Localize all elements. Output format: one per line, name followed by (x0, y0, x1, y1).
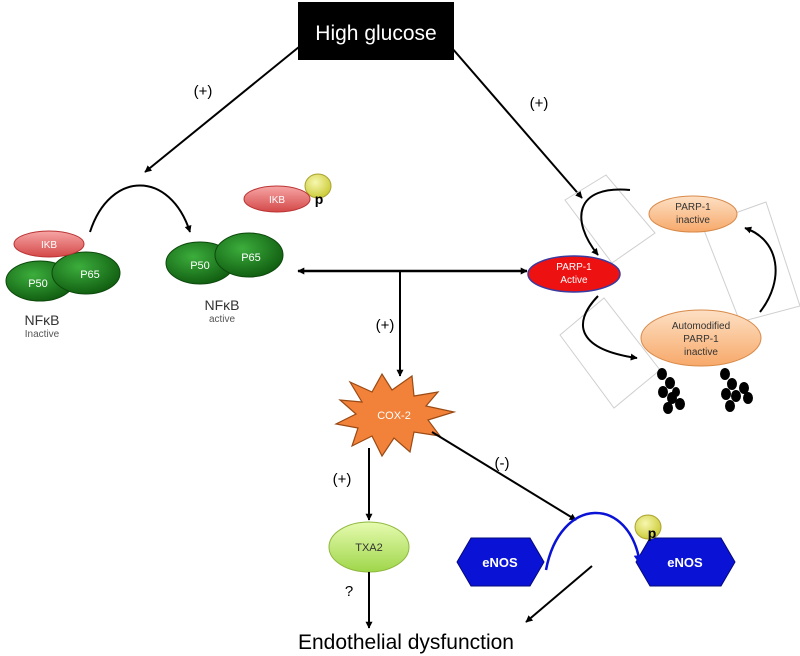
nfkb-inactive-complex: IKB P50 P65 NFκB Inactive (5, 230, 121, 340)
cox2-label: COX-2 (377, 410, 411, 422)
parp-cycle: PARP-1 inactive PARP-1 Active Automodifi… (527, 174, 800, 414)
parp-inactive-line2: inactive (676, 215, 710, 226)
phospho-enos-circle (634, 514, 662, 540)
nfkb-inactive-state: Inactive (25, 329, 60, 340)
enos-left-label: eNOS (482, 555, 518, 570)
parp-active-node (527, 255, 621, 293)
p65-active (214, 232, 284, 278)
free-ikb: p IKB (243, 173, 332, 213)
enos-right-node: eNOS (635, 537, 736, 587)
high-glucose-box: High glucose (298, 2, 454, 60)
sign-glucose-to-parp: (+) (530, 95, 549, 112)
endothelial-dysfunction-label: Endothelial dysfunction (298, 631, 514, 654)
parp-inactive-node (648, 195, 738, 233)
arrow-active-to-automod (582, 295, 638, 361)
sign-cox2-to-enos: (-) (495, 455, 510, 472)
sign-cox2-to-txa2: (+) (333, 471, 352, 488)
parp-automod-line1: Automodified (672, 321, 730, 332)
phospho-ikb-circle (304, 173, 332, 199)
parp-inactive-line1: PARP-1 (675, 202, 711, 213)
parp-active-line1: PARP-1 (556, 262, 592, 273)
arrow-automod-to-inactive (744, 226, 777, 313)
arrow-glucose-to-parp (444, 39, 583, 199)
p65-inactive (51, 251, 121, 295)
sign-txa2-to-dysfunction: ? (345, 583, 353, 600)
parp-automod-line3: inactive (684, 347, 718, 358)
txa2-node: TXA2 (328, 521, 410, 573)
nfkb-active-title: NFκB (205, 297, 240, 313)
arrow-parp-inactive-to-active (580, 188, 631, 256)
cox2-star (334, 372, 457, 458)
p50-active-label: P50 (190, 260, 210, 272)
phospho-enos: p (634, 514, 662, 541)
arrow-glucose-to-nfkb (144, 37, 311, 173)
p65-inactive-label: P65 (80, 269, 100, 281)
phospho-enos-label: p (648, 525, 657, 541)
enos-left-hexagon (456, 537, 545, 587)
phospho-ikb-label: p (315, 191, 324, 207)
ikb-free-ellipse (243, 185, 311, 213)
p50-inactive-label: P50 (28, 278, 48, 290)
enos-right-label: eNOS (667, 555, 703, 570)
p65-active-label: P65 (241, 252, 261, 264)
nfkb-active-complex: P50 P65 NFκB active (165, 232, 284, 325)
enos-left-node: eNOS (456, 537, 545, 587)
nfkb-active-state: active (209, 314, 236, 325)
parp-active-line2: Active (560, 275, 588, 286)
high-glucose-label: High glucose (315, 22, 436, 45)
sign-to-cox2: (+) (376, 317, 395, 334)
ikb-free-label: IKB (269, 195, 285, 206)
ikb-bound-label: IKB (41, 240, 57, 251)
arrow-nfkb-activation (89, 184, 192, 233)
txa2-label: TXA2 (355, 542, 383, 554)
nfkb-inactive-title: NFκB (25, 312, 60, 328)
poly-adp-ribose-chains (657, 368, 753, 414)
arrow-enos-phosphorylation (544, 511, 644, 571)
parp-automodified-node (640, 309, 762, 367)
parp-automod-line2: PARP-1 (683, 334, 719, 345)
ikb-bound (13, 230, 85, 258)
arrow-cox2-to-enos (431, 431, 577, 521)
sign-glucose-to-nfkb: (+) (194, 83, 213, 100)
cox2-node: COX-2 (334, 372, 457, 458)
arrow-enos-to-dysfunction (525, 565, 593, 623)
